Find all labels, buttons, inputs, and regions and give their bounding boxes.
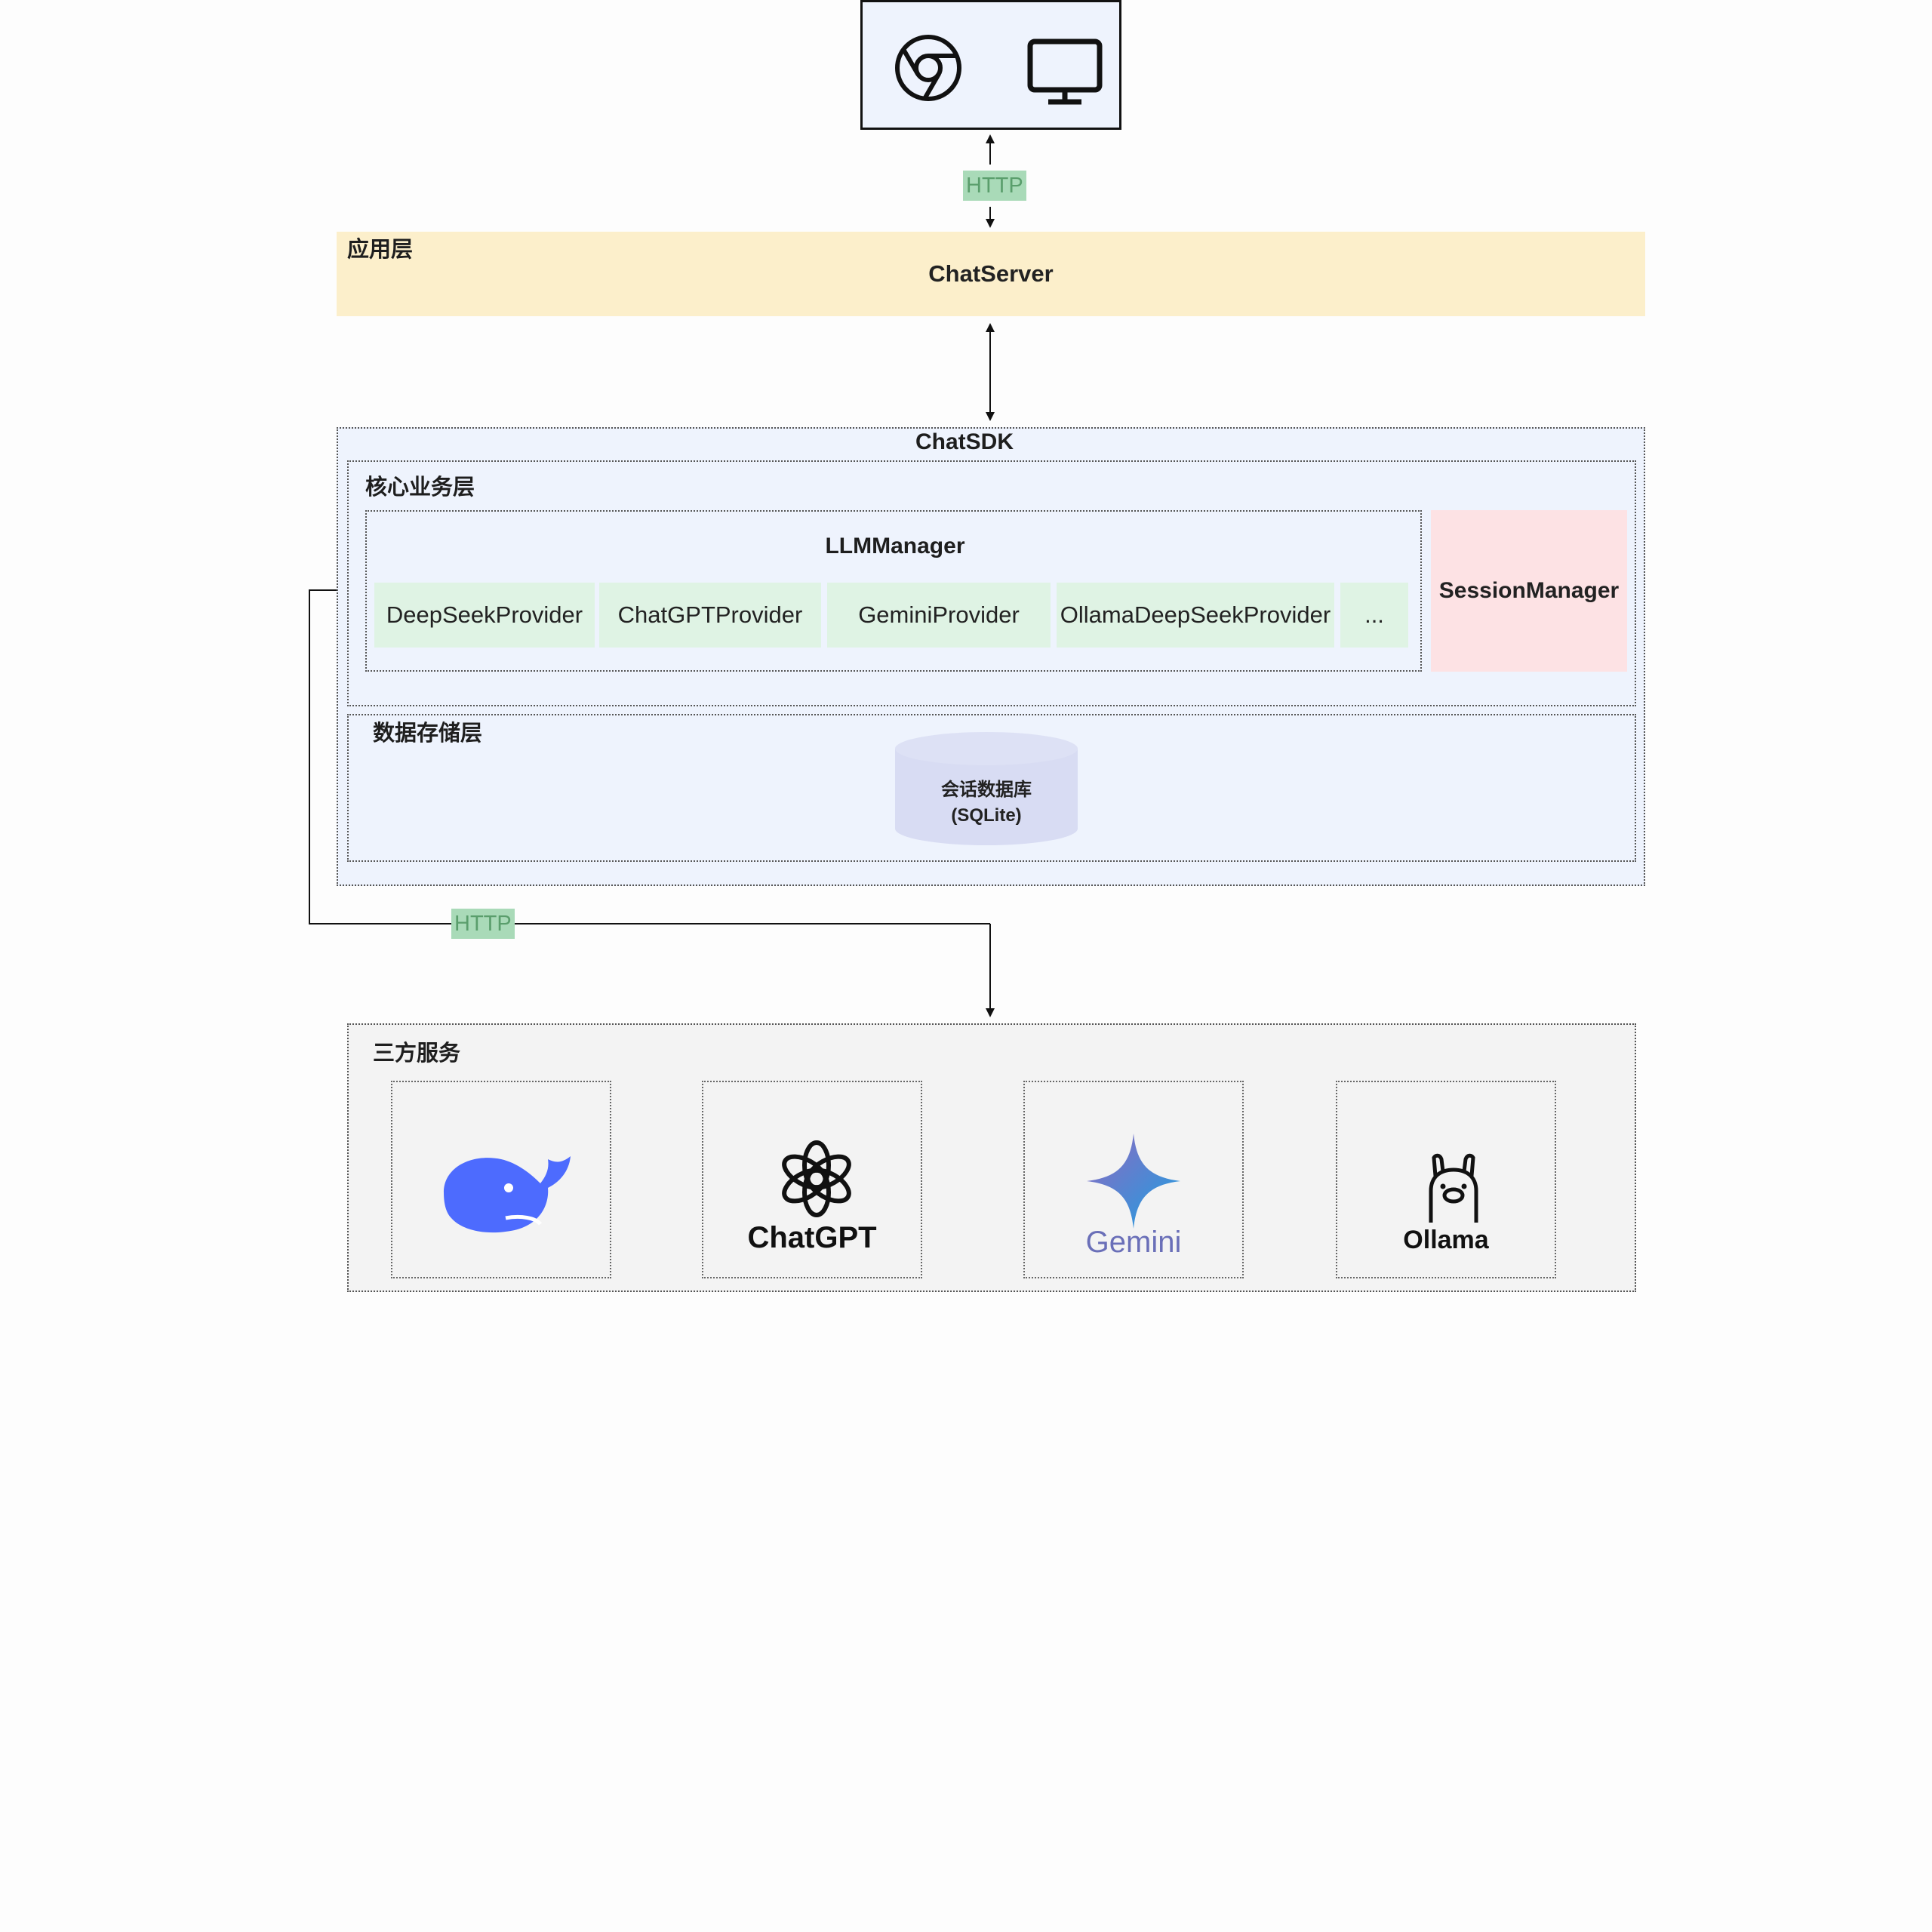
- chatgpt-logo-text: ChatGPT: [747, 1221, 877, 1254]
- provider-ollama-deepseek: OllamaDeepSeekProvider: [1057, 583, 1334, 648]
- chat-server-label: ChatServer: [928, 260, 1054, 287]
- ollama-logo-text: Ollama: [1403, 1226, 1489, 1254]
- provider-more: ...: [1340, 583, 1408, 648]
- app-layer: 应用层 ChatServer: [337, 232, 1645, 316]
- ollama-llama-icon: [1425, 1153, 1482, 1229]
- gemini-logo-text: Gemini: [1085, 1226, 1182, 1259]
- llm-manager-title: LLMManager: [825, 534, 965, 558]
- client-box: [860, 0, 1121, 130]
- app-layer-title: 应用层: [347, 238, 414, 262]
- core-layer-title: 核心业务层: [365, 475, 475, 500]
- service-deepseek: [391, 1081, 611, 1278]
- deepseek-whale-icon: [436, 1146, 572, 1240]
- gemini-star-icon: [1087, 1134, 1180, 1232]
- database-engine: (SQLite): [951, 805, 1022, 826]
- desktop-monitor-icon: [1027, 38, 1103, 110]
- openai-knot-icon: [777, 1140, 856, 1222]
- chrome-browser-icon: [894, 34, 962, 106]
- third-party-services: 三方服务: [347, 1023, 1636, 1292]
- service-ollama: Ollama: [1336, 1081, 1556, 1278]
- provider-chatgpt: ChatGPTProvider: [599, 583, 821, 648]
- provider-gemini: GeminiProvider: [827, 583, 1051, 648]
- llm-to-services-path: [309, 586, 990, 924]
- storage-layer-title: 数据存储层: [373, 721, 483, 746]
- http-label-client: HTTP: [963, 171, 1026, 201]
- chat-sdk-title: ChatSDK: [915, 429, 1014, 454]
- provider-deepseek: DeepSeekProvider: [374, 583, 595, 648]
- service-gemini: Gemini: [1023, 1081, 1244, 1278]
- session-manager-box: SessionManager: [1431, 510, 1627, 672]
- session-database: 会话数据库 (SQLite): [895, 732, 1078, 845]
- third-party-title: 三方服务: [373, 1041, 461, 1066]
- database-name: 会话数据库: [941, 780, 1032, 800]
- http-label-services: HTTP: [451, 909, 515, 939]
- service-chatgpt: ChatGPT: [702, 1081, 922, 1278]
